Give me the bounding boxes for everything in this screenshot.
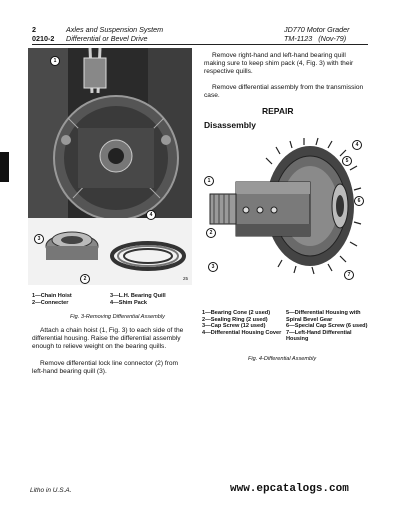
right-paragraph-1: Remove right-hand and left-hand bearing … [204, 52, 354, 76]
website-watermark: www.epcatalogs.com [230, 483, 349, 495]
fig4-legend-col2: 5—Differential Housing with Spiral Bevel… [286, 310, 370, 343]
figure-3-photo: 1 4 3 2 25 [28, 48, 192, 285]
legend-item: 5—Differential Housing with Spiral Bevel… [286, 310, 361, 323]
header-rule [32, 44, 368, 45]
legend-item: 7—Left-Hand Differential Housing [286, 329, 352, 343]
callout-2: 2 [80, 274, 90, 284]
legend-item: 1—Bearing Cone (2 used) [202, 310, 271, 316]
section-tab [0, 152, 9, 182]
fig4-caption: Fig. 4-Differential Assembly [248, 356, 317, 362]
left-paragraph-1: Attach a chain hoist (1, Fig. 3) to each… [32, 327, 184, 351]
litho-note: Litho in U.S.A. [30, 487, 72, 494]
differential-assembly-illustration [200, 134, 368, 292]
callout-3: 3 [34, 234, 44, 244]
manual-number: TM-1123 (Nov-79) [284, 34, 347, 43]
legend-item: 2—Sealing Ring (2 used) [202, 316, 268, 323]
legend-item: 1—Chain Hoist [32, 293, 72, 299]
fig3-legend-col2: 3—L.H. Bearing Quill 4—Shim Pack [110, 293, 194, 306]
fig3-legend-col1: 1—Chain Hoist 2—Connecter [32, 293, 104, 306]
callout-5: 5 [342, 156, 352, 166]
callout-6: 6 [354, 196, 364, 206]
callout-4-a: 4 [146, 210, 156, 220]
machine-name: JD770 Motor Grader [284, 25, 350, 34]
subsection-title: Differential or Bevel Drive [66, 34, 148, 43]
callout-1: 1 [204, 176, 214, 186]
legend-item: 4—Shim Pack [110, 299, 148, 306]
section-title: Axles and Suspension System [66, 25, 164, 34]
left-paragraph-2: Remove differential lock line connector … [32, 360, 179, 376]
right-paragraph-2: Remove differential assembly from the tr… [204, 84, 364, 100]
differential-removal-illustration [28, 48, 192, 285]
figure-4-photo: 1 2 3 4 5 6 7 [200, 134, 368, 292]
legend-item: 4—Differential Housing Cover [202, 329, 282, 336]
disassembly-subheading: Disassembly [204, 120, 256, 130]
repair-heading: REPAIR [262, 106, 294, 116]
section-code: 0210-2 [32, 34, 55, 43]
callout-1: 1 [50, 56, 60, 66]
legend-item: 6—Special Cap Screw (6 used) [286, 323, 368, 329]
page-number: 2 [32, 25, 36, 34]
legend-item: 3—L.H. Bearing Quill [110, 293, 166, 299]
photo-code: 25 [182, 276, 188, 281]
fig3-caption: Fig. 3-Removing Differential Assembly [70, 314, 165, 320]
legend-item: 3—Cap Screw (12 used) [202, 323, 266, 329]
legend-item: 2—Connecter [32, 299, 69, 306]
callout-7: 7 [344, 270, 354, 280]
callout-3: 3 [208, 262, 218, 272]
callout-4: 4 [352, 140, 362, 150]
callout-2: 2 [206, 228, 216, 238]
fig4-legend-col1: 1—Bearing Cone (2 used) 2—Sealing Ring (… [202, 310, 282, 336]
